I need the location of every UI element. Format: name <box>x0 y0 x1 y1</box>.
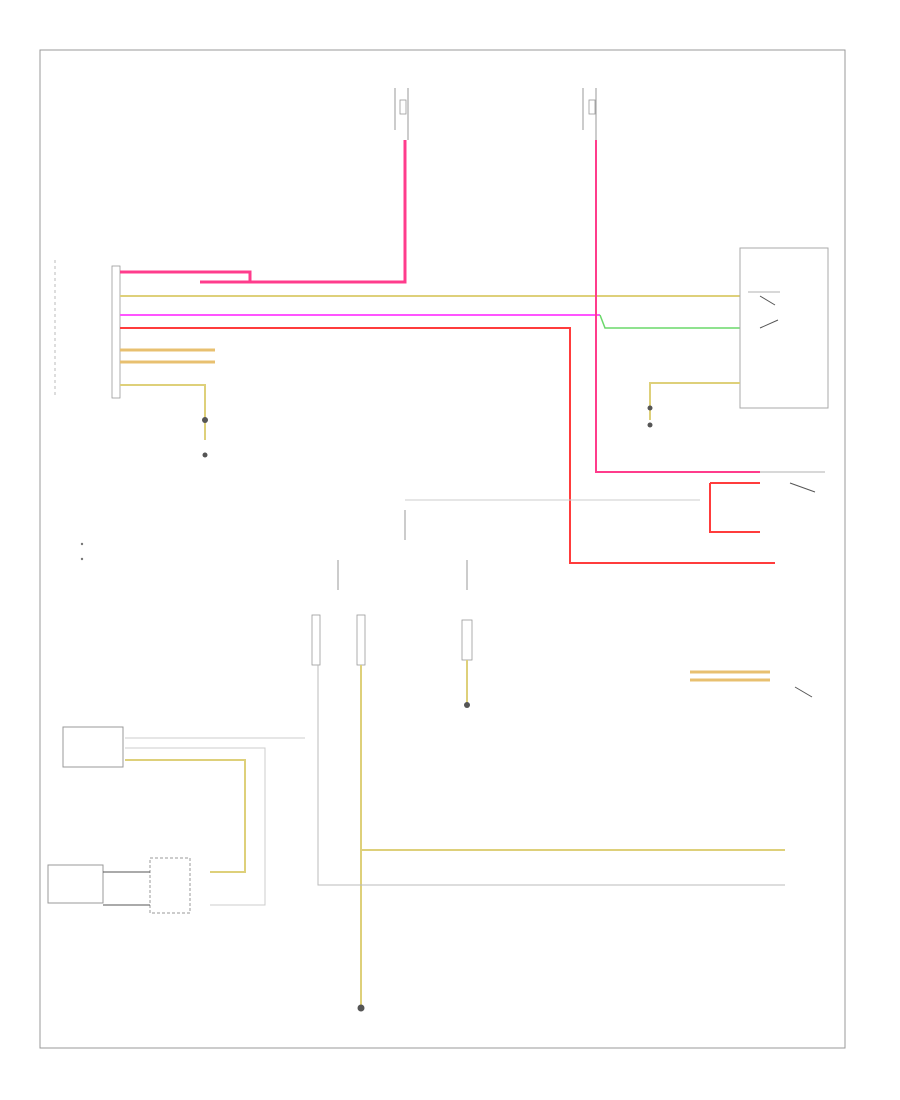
wire-ground-left <box>120 384 206 440</box>
ground-center-icon <box>464 702 470 708</box>
legend-dot-1 <box>80 542 84 546</box>
wire-pink-fuse-b <box>595 140 760 473</box>
right-switch-block <box>739 247 829 409</box>
wire-orange-right <box>690 670 770 682</box>
fuse-a <box>394 88 409 140</box>
wire-gray-3 <box>317 665 785 886</box>
fuse-b <box>582 88 597 140</box>
wire-red-2 <box>709 482 760 533</box>
ground-node-left <box>202 417 208 423</box>
relay-switch <box>789 482 816 493</box>
left-lower-module <box>62 726 305 906</box>
wire-red-1 <box>120 327 775 564</box>
wire-yellow-2 <box>649 382 740 420</box>
ground-right-icon <box>647 422 653 428</box>
ground-left-icon <box>202 452 208 458</box>
bottom-left-module <box>47 857 191 914</box>
right-relay-switch <box>794 686 813 698</box>
diagram-border <box>39 49 846 1049</box>
legend-dot-2 <box>80 557 84 561</box>
ground-bottom-icon <box>357 1004 365 1012</box>
wire-pink-module <box>120 270 252 282</box>
ground-right-node <box>647 405 653 411</box>
left-module <box>54 260 121 399</box>
wire-pink-fuse-a <box>200 140 407 284</box>
wire-green <box>599 314 740 329</box>
center-connectors <box>311 560 473 666</box>
